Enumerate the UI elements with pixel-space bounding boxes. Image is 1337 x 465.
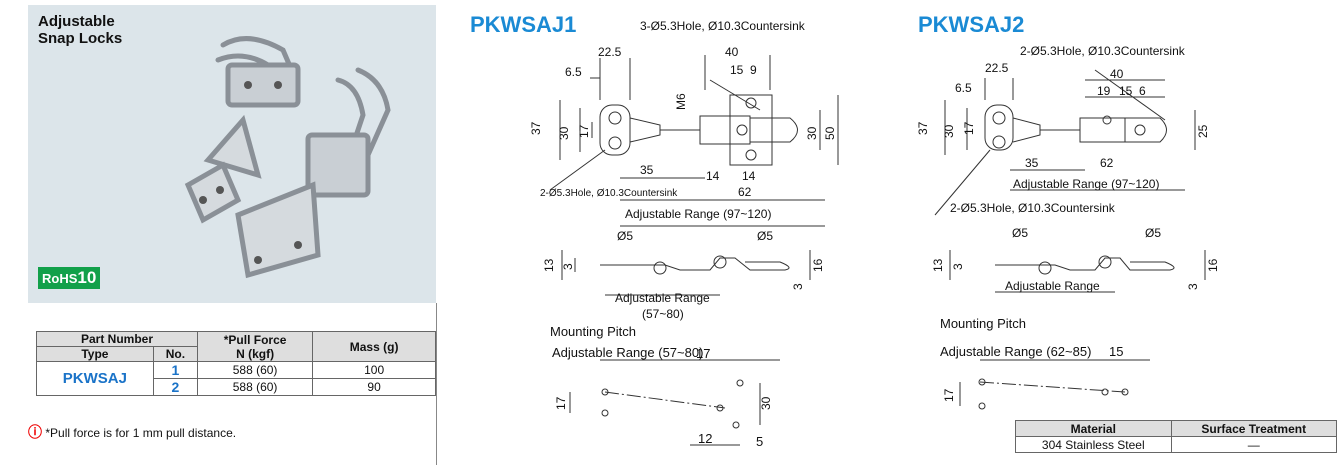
d2-side: 13 <box>931 258 945 272</box>
d1-side: 13 <box>542 258 556 272</box>
mass-cell: 90 <box>312 378 436 396</box>
d1-dim: 9 <box>750 63 757 77</box>
d1-side: 16 <box>811 258 825 272</box>
d2-dim: 19 <box>1097 84 1111 98</box>
d1-dim: 62 <box>738 185 752 199</box>
d2-dim: 35 <box>1025 156 1039 170</box>
d2-dim: 30 <box>942 124 956 138</box>
diagram1-drawing: 3-Ø5.3Hole, Ø10.3Countersink 22.5 6.5 40… <box>529 19 839 449</box>
d1-mount: 17 <box>696 346 710 361</box>
d1-hole-top: 3-Ø5.3Hole, Ø10.3Countersink <box>640 19 806 33</box>
th-material: Material <box>1015 420 1172 437</box>
d1-mount: 17 <box>554 396 568 410</box>
d1-side-adj2: (57~80) <box>642 307 684 321</box>
d1-dim: 22.5 <box>598 45 622 59</box>
d2-side: Ø5 <box>1012 226 1028 240</box>
d1-side-adj: Adjustable Range <box>615 291 710 305</box>
no-cell: 2 <box>152 378 198 396</box>
d1-mount: 5 <box>756 434 763 449</box>
th-mass: Mass (g) <box>312 331 436 362</box>
type-cell: PKWSAJ <box>36 361 154 396</box>
d2-dim: 6.5 <box>955 81 972 95</box>
d1-dim: 50 <box>823 126 837 140</box>
d1-side: 3 <box>791 283 805 290</box>
d1-dim: M6 <box>674 93 688 110</box>
th-no: No. <box>152 346 198 362</box>
d2-mount: 17 <box>942 388 956 402</box>
d1-dim: 6.5 <box>565 65 582 79</box>
d1-dim: 40 <box>725 45 739 59</box>
th-surface: Surface Treatment <box>1170 420 1337 437</box>
d2-side: 3 <box>951 263 965 270</box>
d2-mount-title: Mounting Pitch <box>940 316 1026 331</box>
table-row: 2 588 (60) 90 <box>37 378 436 396</box>
d2-side: 16 <box>1206 258 1220 272</box>
d2-mount-adj: Adjustable Range (62~85) <box>940 344 1091 359</box>
product-photo-panel: Adjustable Snap Locks RoHS10 <box>28 5 436 303</box>
product-title: Adjustable Snap Locks <box>38 13 123 47</box>
d1-dim: 30 <box>805 126 819 140</box>
d2-dim: 17 <box>962 121 976 135</box>
d2-dim: 37 <box>916 121 930 135</box>
d2-side-adj: Adjustable Range <box>1005 279 1100 293</box>
d1-dim: 14 <box>706 169 720 183</box>
d2-side: 3 <box>1186 283 1200 290</box>
d1-hole-left: 2-Ø5.3Hole, Ø10.3Countersink <box>540 188 678 199</box>
th-type: Type <box>36 346 154 362</box>
d1-side: Ø5 <box>757 229 773 243</box>
d2-dim: 15 <box>1119 84 1133 98</box>
d1-dim: 37 <box>529 121 543 135</box>
d1-side: 3 <box>561 263 575 270</box>
rohs-badge: RoHS10 <box>38 267 101 289</box>
d1-dim: 15 <box>730 63 744 77</box>
d1-dim: 14 <box>742 169 756 183</box>
d2-mount: 15 <box>1109 344 1123 359</box>
d2-hole-left: 2-Ø5.3Hole, Ø10.3Countersink <box>950 201 1116 215</box>
no-cell: 1 <box>152 361 198 379</box>
th-part-number: Part Number <box>36 331 198 347</box>
d1-adj-range: Adjustable Range (97~120) <box>625 207 771 221</box>
d1-side: Ø5 <box>617 229 633 243</box>
d1-mount-adj: Adjustable Range (57~80) <box>552 345 703 360</box>
surface-cell: — <box>1170 436 1337 453</box>
material-cell: 304 Stainless Steel <box>1015 436 1172 453</box>
d1-dim: 30 <box>557 126 571 140</box>
d1-mount: 30 <box>759 396 773 410</box>
d2-dim: 62 <box>1100 156 1114 170</box>
d1-dim: 17 <box>577 124 591 138</box>
snap-lock-photo <box>184 36 391 279</box>
diagram2-drawing: 2-Ø5.3Hole, Ø10.3Countersink 22.5 6.5 40… <box>916 44 1220 410</box>
diagram2-title: PKWSAJ2 <box>918 12 1025 37</box>
d1-dim: 35 <box>640 163 654 177</box>
d2-dim: 22.5 <box>985 61 1009 75</box>
warning-icon: ⓘ <box>28 424 42 440</box>
d1-mount-title: Mounting Pitch <box>550 324 636 339</box>
material-table: Material Surface Treatment 304 Stainless… <box>1015 420 1337 453</box>
d2-dim: 40 <box>1110 67 1124 81</box>
table-row: 304 Stainless Steel — <box>1015 436 1337 453</box>
d1-mount: 12 <box>698 431 712 446</box>
diagram1-title: PKWSAJ1 <box>470 12 577 37</box>
d2-dim: 6 <box>1139 84 1146 98</box>
d2-side: Ø5 <box>1145 226 1161 240</box>
d2-hole-top: 2-Ø5.3Hole, Ø10.3Countersink <box>1020 44 1186 58</box>
pull-force-note: ⓘ *Pull force is for 1 mm pull distance. <box>28 424 237 440</box>
table-row: PKWSAJ 1 588 (60) 100 <box>36 361 436 396</box>
force-cell: 588 (60) <box>196 361 314 379</box>
d2-adj-range: Adjustable Range (97~120) <box>1013 177 1159 191</box>
mass-cell: 100 <box>312 361 436 379</box>
d2-dim: 25 <box>1196 124 1210 138</box>
force-cell: 588 (60) <box>196 378 314 396</box>
